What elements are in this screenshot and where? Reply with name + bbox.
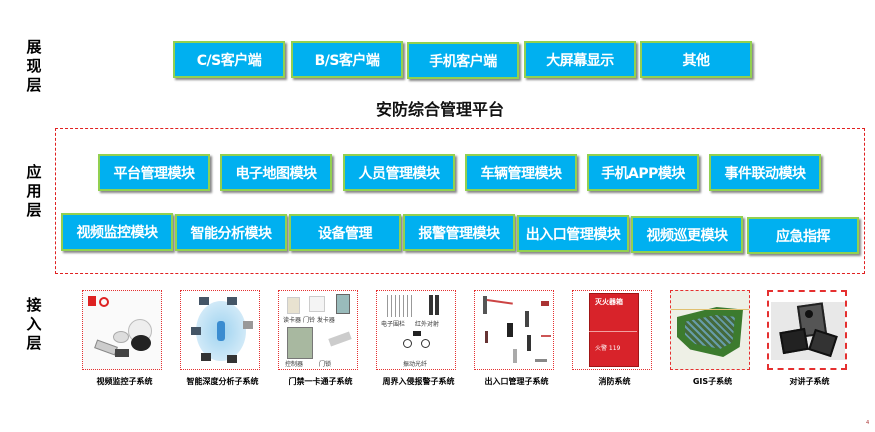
char: 接 [26, 296, 42, 314]
platform-title: 安防综合管理平台 [375, 100, 504, 119]
module-vehicle[interactable]: 车辆管理模块 [465, 154, 577, 191]
image-label: 灭火器箱 [595, 298, 623, 306]
module-emergency-command[interactable]: 应急指挥 [747, 217, 859, 254]
module-platform-management[interactable]: 平台管理模块 [98, 154, 210, 191]
char: 应 [26, 163, 42, 181]
image-label: 门锁 [318, 361, 331, 368]
subsystem-caption: GIS子系统 [692, 377, 733, 386]
fire-cabinet-image: 灭火器箱 火警 119 [572, 290, 652, 370]
presentation-big-screen[interactable]: 大屏幕显示 [524, 41, 636, 78]
module-event-linkage[interactable]: 事件联动模块 [709, 154, 821, 191]
image-label: 门铃 [302, 317, 315, 324]
subsystem-caption: 智能深度分析子系统 [186, 377, 259, 386]
subsystem-caption: 对讲子系统 [789, 377, 830, 386]
image-label: 电子围栏 [381, 321, 406, 328]
subsystem-intelligent-analysis[interactable]: 智能深度分析子系统 [180, 290, 265, 387]
entrance-image [474, 290, 554, 370]
module-entrance-management[interactable]: 出入口管理模块 [517, 215, 629, 252]
presentation-other[interactable]: 其他 [640, 41, 752, 78]
intercom-image [767, 290, 847, 370]
subsystem-gis[interactable]: GIS子系统 [670, 290, 755, 387]
analysis-image [180, 290, 260, 370]
subsystem-caption: 周界入侵报警子系统 [382, 377, 455, 386]
subsystem-fire[interactable]: 灭火器箱 火警 119 消防系统 [572, 290, 657, 387]
image-label: 读卡器 [283, 317, 302, 324]
module-e-map[interactable]: 电子地图模块 [220, 154, 332, 191]
subsystem-caption: 视频监控子系统 [96, 377, 153, 386]
perimeter-alarm-image: 电子围栏 红外对射 振动光纤 [376, 290, 456, 370]
module-device-management[interactable]: 设备管理 [289, 214, 401, 251]
subsystem-access-control[interactable]: 读卡器 门铃 发卡器 控制器 门锁 门禁一卡通子系统 [278, 290, 363, 387]
access-control-image: 读卡器 门铃 发卡器 控制器 门锁 [278, 290, 358, 370]
presentation-cs-client[interactable]: C/S客户端 [173, 41, 285, 78]
char: 入 [26, 315, 42, 333]
camera-image [82, 290, 162, 370]
layer-label-application: 应 用 层 [24, 163, 44, 220]
page-number: 4 [866, 420, 870, 426]
module-alarm-management[interactable]: 报警管理模块 [403, 214, 515, 251]
image-label: 红外对射 [414, 321, 439, 328]
gis-map-image [670, 290, 750, 370]
module-video-surveillance[interactable]: 视频监控模块 [61, 213, 173, 251]
char: 展 [26, 38, 42, 56]
char: 现 [26, 57, 42, 75]
char: 用 [26, 182, 42, 200]
image-label: 控制器 [285, 361, 304, 368]
presentation-bs-client[interactable]: B/S客户端 [291, 41, 403, 78]
module-personnel[interactable]: 人员管理模块 [343, 154, 455, 191]
subsystem-caption: 门禁一卡通子系统 [288, 377, 353, 386]
image-label: 火警 119 [595, 345, 621, 352]
subsystem-perimeter-alarm[interactable]: 电子围栏 红外对射 振动光纤 周界入侵报警子系统 [376, 290, 461, 387]
subsystem-caption: 消防系统 [598, 377, 631, 386]
image-label: 振动光纤 [403, 361, 428, 368]
char: 层 [26, 201, 42, 219]
application-layer-box [55, 128, 865, 274]
char: 层 [26, 76, 42, 94]
presentation-mobile-client[interactable]: 手机客户端 [407, 42, 519, 79]
char: 层 [26, 334, 42, 352]
image-label: 发卡器 [316, 317, 335, 324]
subsystem-entrance[interactable]: 出入口管理子系统 [474, 290, 559, 387]
module-intelligent-analysis[interactable]: 智能分析模块 [175, 214, 287, 251]
subsystem-video-surveillance[interactable]: 视频监控子系统 [82, 290, 167, 387]
layer-label-presentation: 展 现 层 [24, 38, 44, 95]
module-mobile-app[interactable]: 手机APP模块 [587, 154, 699, 191]
subsystem-caption: 出入口管理子系统 [484, 377, 549, 386]
layer-label-access: 接 入 层 [24, 296, 44, 353]
subsystem-intercom[interactable]: 对讲子系统 [767, 290, 852, 387]
module-video-patrol[interactable]: 视频巡更模块 [631, 216, 743, 253]
